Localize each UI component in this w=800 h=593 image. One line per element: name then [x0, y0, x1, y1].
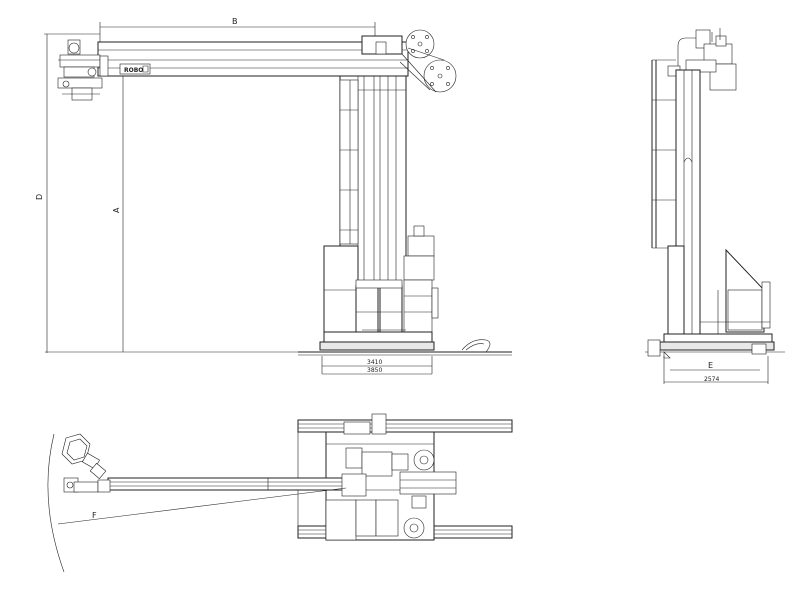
front-view: B D A ROBO — [35, 17, 512, 375]
top-base — [325, 413, 457, 541]
top-arm — [107, 473, 367, 497]
brand-logo-text: ROBO — [124, 67, 143, 74]
dimension-b-label: B — [232, 17, 238, 26]
boom-arm: ROBO — [97, 41, 409, 77]
side-view: E 2574 — [645, 28, 785, 384]
side-base — [645, 333, 785, 359]
control-unit — [403, 225, 439, 333]
dimension-e: E 2574 — [663, 356, 769, 384]
dimension-a: A — [112, 76, 124, 352]
wrapping-head — [57, 39, 109, 101]
dimension-e-label: E — [708, 361, 713, 370]
top-head — [61, 433, 111, 493]
top-view: F — [47, 413, 513, 573]
carriage — [323, 245, 403, 333]
side-base-width-label: 2574 — [704, 376, 719, 383]
side-lower-panel — [667, 245, 685, 337]
base-width-1-label: 3410 — [367, 359, 382, 366]
side-control-cabinet — [700, 248, 771, 334]
dimension-d: D — [35, 33, 100, 353]
dimension-d-label: D — [35, 194, 44, 200]
base-width-2-label: 3850 — [367, 367, 382, 374]
film-reel-assembly — [361, 29, 457, 93]
dimension-f-label: F — [92, 511, 97, 520]
base-dimensions: 3410 3850 — [321, 356, 433, 375]
dimension-f: F — [47, 433, 347, 573]
dimension-a-label: A — [112, 207, 121, 213]
base-platform — [298, 329, 512, 356]
side-column — [675, 69, 701, 335]
side-head — [667, 28, 737, 91]
brand-plate — [119, 63, 151, 75]
